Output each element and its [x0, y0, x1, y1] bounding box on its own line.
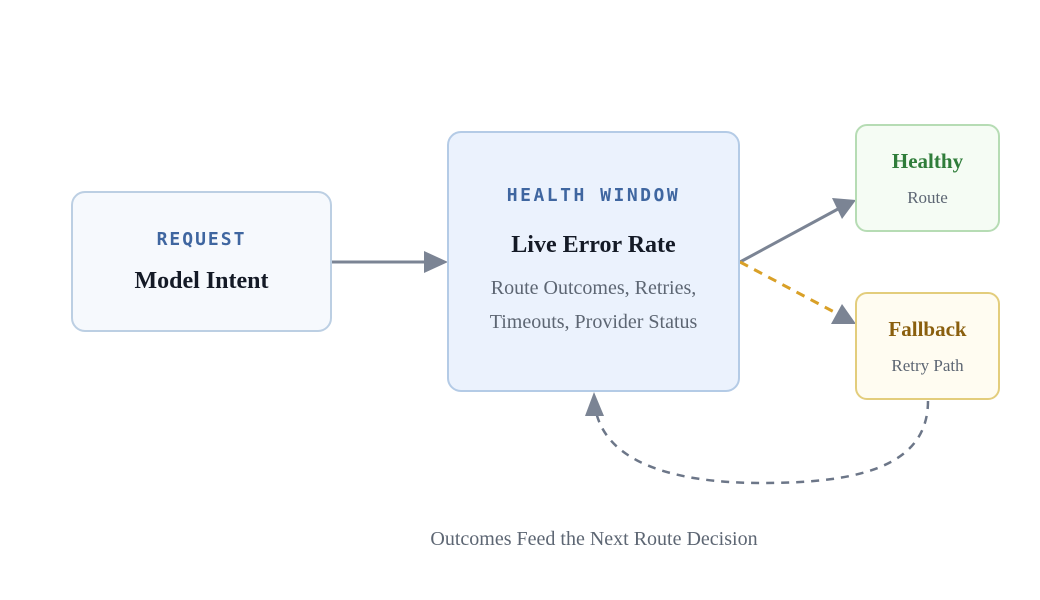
health-to-healthy-arrowhead [832, 198, 856, 219]
fallback-subtitle: Retry Path [891, 355, 964, 375]
healthy-node: Healthy Route [855, 124, 1000, 232]
diagram-caption: Outcomes Feed the Next Route Decision [430, 528, 758, 550]
health-to-fallback-arrowhead [831, 304, 856, 324]
health-window-node: HEALTH WINDOW Live Error Rate Route Outc… [447, 131, 740, 392]
health-window-desc-line-2: Timeouts, Provider Status [489, 310, 698, 333]
health-to-fallback-arrow [739, 260, 837, 315]
healthy-title: Healthy [891, 148, 964, 173]
request-title: Model Intent [134, 267, 269, 294]
health-window-kicker: HEALTH WINDOW [506, 184, 681, 206]
health-to-healthy-arrow [739, 207, 839, 264]
request-to-health-arrowhead [424, 251, 448, 273]
fallback-title: Fallback [888, 316, 967, 341]
health-window-description: Route Outcomes, Retries, Timeouts, Provi… [490, 271, 698, 339]
feedback-loop-arrowhead [585, 392, 604, 416]
health-window-desc-line-1: Route Outcomes, Retries, [490, 276, 697, 299]
health-window-title: Live Error Rate [511, 231, 676, 258]
fallback-node: Fallback Retry Path [855, 292, 1000, 400]
healthy-subtitle: Route [907, 187, 948, 207]
feedback-loop-arrow [594, 400, 930, 485]
request-node: REQUEST Model Intent [71, 191, 332, 332]
request-kicker: REQUEST [156, 228, 247, 250]
